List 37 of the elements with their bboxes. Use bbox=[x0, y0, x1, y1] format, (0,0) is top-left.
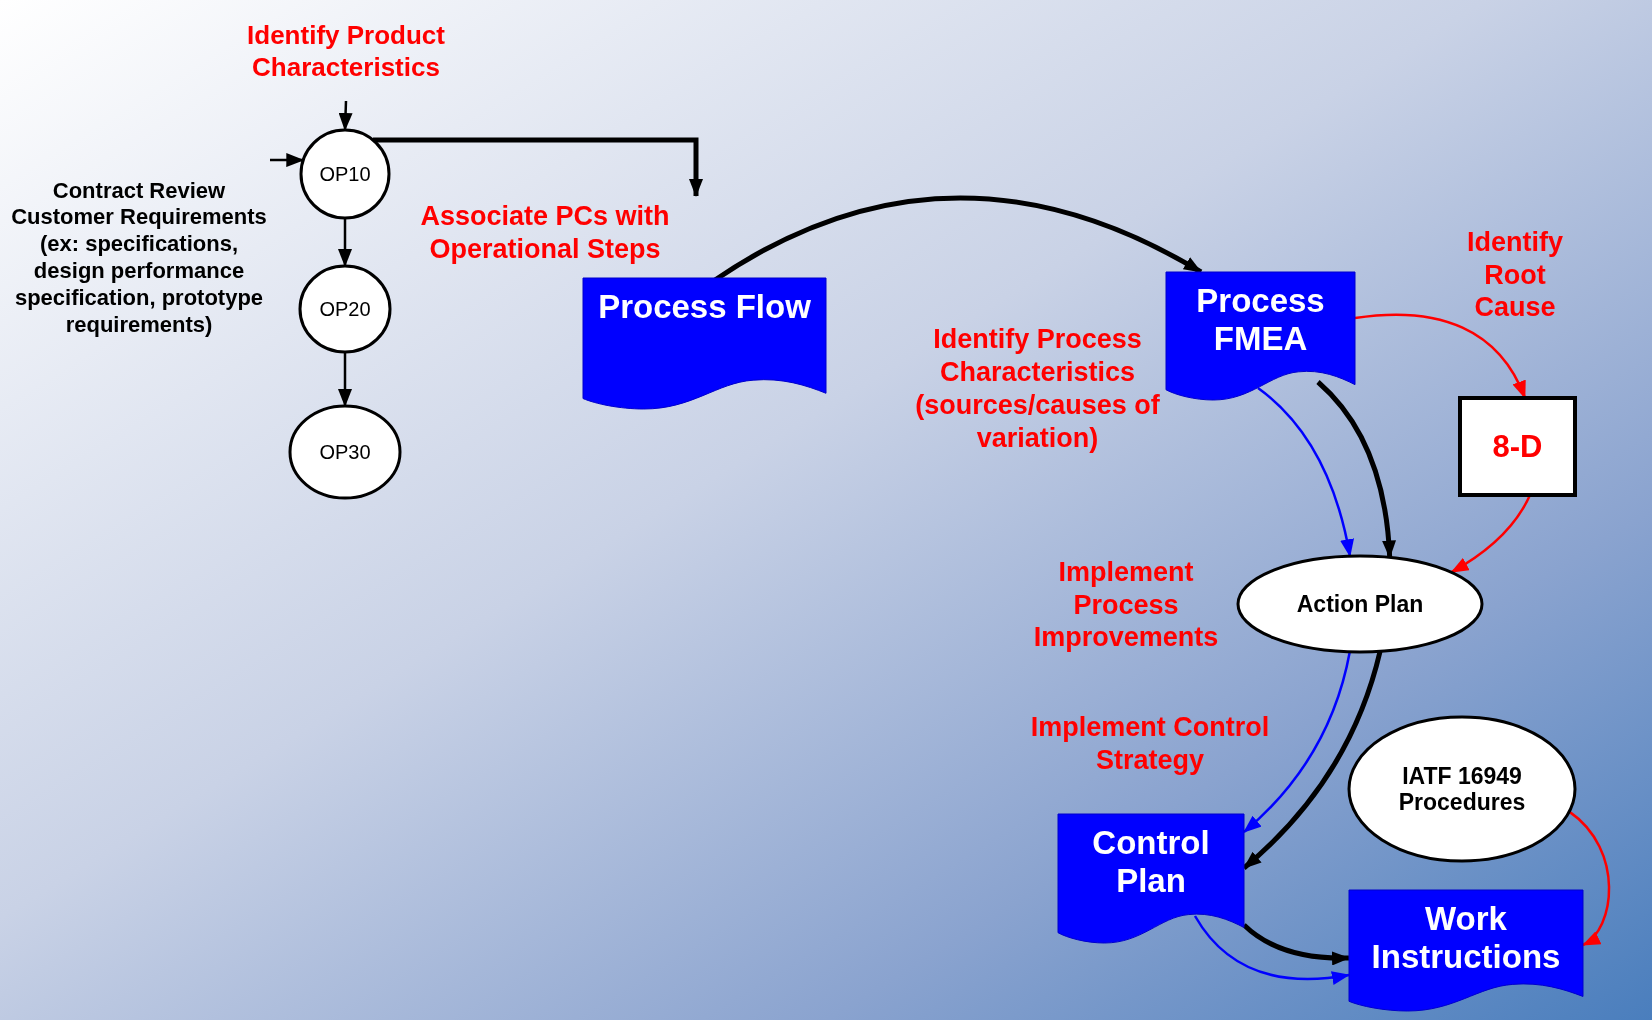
node-label: Process Flow bbox=[598, 288, 811, 326]
ellipse-node bbox=[301, 130, 389, 218]
annotation-text: Contract Review Customer Requirements (ex: specifications, design performance specification, prototype requirements) bbox=[8, 110, 270, 406]
ellipse-node bbox=[1349, 717, 1575, 861]
arrow bbox=[270, 153, 305, 168]
node-label: OP20 bbox=[319, 297, 371, 321]
arrow bbox=[1193, 915, 1350, 985]
node-label: Process FMEA bbox=[1195, 282, 1326, 358]
annotation-text: Identify Root Cause bbox=[1466, 226, 1564, 324]
arrow bbox=[373, 137, 703, 197]
process-box bbox=[1460, 398, 1575, 495]
arrow bbox=[338, 218, 352, 267]
annotation-text: Identify Product Characteristics bbox=[221, 3, 471, 101]
node-label: OP30 bbox=[319, 440, 371, 464]
document-shape bbox=[1058, 814, 1244, 943]
node-label: 8-D bbox=[1492, 428, 1543, 465]
arrow bbox=[1354, 313, 1527, 399]
arrow bbox=[1568, 810, 1611, 947]
arrow bbox=[1243, 651, 1352, 833]
node-label: IATF 16949 Procedures bbox=[1397, 762, 1527, 816]
arrow bbox=[338, 100, 353, 131]
node-label: Control Plan bbox=[1091, 824, 1211, 900]
arrow bbox=[338, 352, 352, 407]
node-label: Work Instructions bbox=[1370, 900, 1562, 976]
ellipse-node bbox=[300, 266, 390, 352]
document-shape bbox=[1166, 272, 1355, 400]
document-shape bbox=[1349, 890, 1583, 1011]
ellipse-node bbox=[290, 406, 400, 498]
annotation-text: Identify Process Characteristics (sources/causes of variation) bbox=[914, 323, 1161, 455]
node-label: OP10 bbox=[319, 162, 371, 186]
arrow bbox=[1242, 923, 1350, 966]
annotation-text: Associate PCs with Operational Steps bbox=[372, 196, 718, 270]
annotation-text: Implement Process Improvements bbox=[1032, 555, 1220, 655]
document-shape bbox=[583, 278, 826, 409]
annotation-text: Implement Control Strategy bbox=[1030, 711, 1270, 777]
node-label: Action Plan bbox=[1296, 590, 1424, 618]
ellipse-node bbox=[1238, 556, 1482, 652]
